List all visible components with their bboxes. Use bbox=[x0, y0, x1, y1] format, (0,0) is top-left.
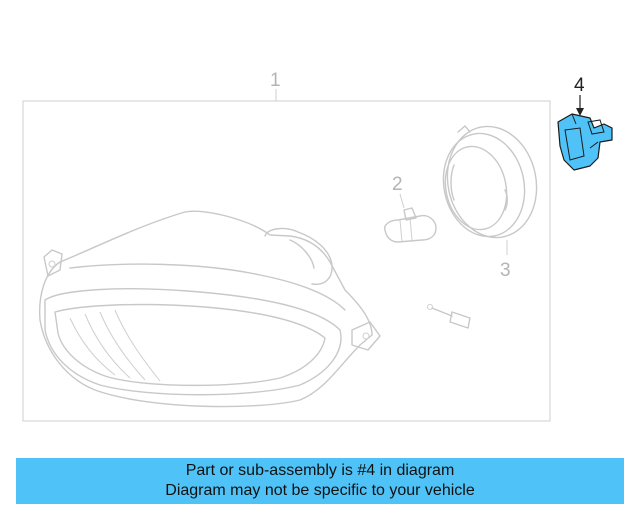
callout-4-arrowhead bbox=[576, 108, 584, 116]
callout-1-label: 1 bbox=[270, 70, 281, 91]
info-banner: Part or sub-assembly is #4 in diagram Di… bbox=[16, 458, 624, 504]
callout-3-label: 3 bbox=[500, 260, 511, 281]
bulb-socket-part-highlighted[interactable] bbox=[557, 113, 613, 171]
banner-line-2: Diagram may not be specific to your vehi… bbox=[165, 482, 475, 499]
banner-line-1: Part or sub-assembly is #4 in diagram bbox=[185, 462, 455, 479]
parts-diagram: 1 2 bbox=[22, 70, 613, 422]
callout-2-leader bbox=[399, 193, 405, 209]
callout-2-label: 2 bbox=[392, 174, 403, 195]
callout-4-label: 4 bbox=[574, 75, 585, 96]
wire-connector-part bbox=[427, 304, 471, 329]
fog-lamp-housing bbox=[38, 210, 381, 408]
bulb-part bbox=[383, 207, 437, 243]
reflector-ring-part bbox=[442, 125, 538, 239]
assembly-outline-box bbox=[22, 100, 551, 422]
